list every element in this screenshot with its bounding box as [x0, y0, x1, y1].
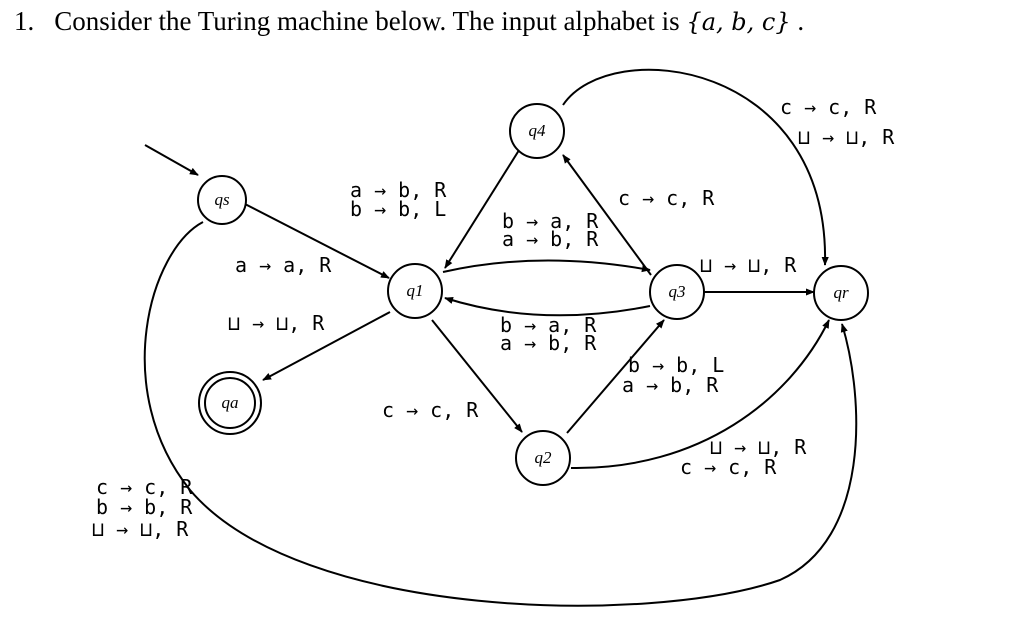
question-body: Consider the Turing machine below. The i…	[54, 6, 680, 36]
label-q4-qr-line1: c → c, R	[780, 95, 877, 119]
state-q2-label: q2	[535, 448, 553, 467]
state-qa: qa	[198, 371, 262, 435]
state-q3-label: q3	[669, 282, 686, 301]
edge-q1-q3-upper	[442, 259, 651, 273]
edge-q3-q4	[562, 154, 652, 276]
label-q1-q2: c → c, R	[382, 398, 479, 422]
edge-q1-qa	[262, 311, 391, 381]
label-q3-q1-line2: a → b, R	[500, 331, 597, 355]
state-qr: qr	[813, 265, 869, 321]
label-q1-q4-line1: b → a, R	[502, 209, 599, 233]
question-number: 1.	[14, 6, 35, 36]
edge-q4-q1	[444, 146, 522, 269]
edge-q2-qr	[570, 319, 830, 470]
label-q3-q1-line1: b → a, R	[500, 313, 597, 337]
label-q3-qr: ⊔ → ⊔, R	[700, 253, 797, 277]
input-alphabet: {a, b, c}	[686, 8, 791, 36]
label-qs-q1: a → a, R	[235, 253, 332, 277]
edge-start-qs	[144, 144, 199, 176]
edges	[143, 68, 858, 607]
label-q4-qr-line2: ⊔ → ⊔, R	[798, 125, 895, 149]
state-q3: q3	[649, 264, 705, 320]
label-q3-q4: c → c, R	[618, 186, 715, 210]
state-q1-label: q1	[407, 281, 424, 300]
edge-q4-qr	[562, 68, 829, 266]
question-end: .	[790, 6, 805, 36]
label-q1-qa: ⊔ → ⊔, R	[228, 311, 325, 335]
edge-qs-q1	[242, 202, 390, 279]
label-q4-q1-line2: b → b, L	[350, 197, 446, 221]
label-qs-qr-line1: c → c, R	[96, 475, 193, 499]
state-q1: q1	[387, 263, 443, 319]
transition-labels: a → a, R a → b, R b → b, L b → a, R a → …	[92, 95, 895, 541]
label-q2-q3-line2: a → b, R	[622, 373, 719, 397]
question-text: 1. Consider the Turing machine below. The…	[14, 6, 804, 37]
label-q2-qr-line2: c → c, R	[680, 455, 777, 479]
state-qs: qs	[197, 175, 247, 225]
state-qa-label: qa	[222, 393, 239, 412]
label-q1-q4-line2: a → b, R	[502, 227, 599, 251]
state-q4: q4	[509, 103, 565, 159]
edge-q1-q2	[431, 319, 523, 433]
label-q4-q1-line1: a → b, R	[350, 178, 447, 202]
label-q2-q3-line1: b → b, L	[628, 353, 724, 377]
state-qs-label: qs	[214, 190, 230, 209]
label-q2-qr-line1: ⊔ → ⊔, R	[710, 435, 807, 459]
edge-q3-q1-lower	[444, 297, 651, 317]
edge-qs-qr	[143, 221, 858, 607]
edge-q2-q3	[566, 319, 665, 434]
state-q4-label: q4	[529, 121, 547, 140]
label-qs-qr-line2: b → b, R	[96, 495, 193, 519]
label-qs-qr-line3: ⊔ → ⊔, R	[92, 517, 189, 541]
state-q2: q2	[515, 430, 571, 486]
state-qr-label: qr	[833, 283, 849, 302]
